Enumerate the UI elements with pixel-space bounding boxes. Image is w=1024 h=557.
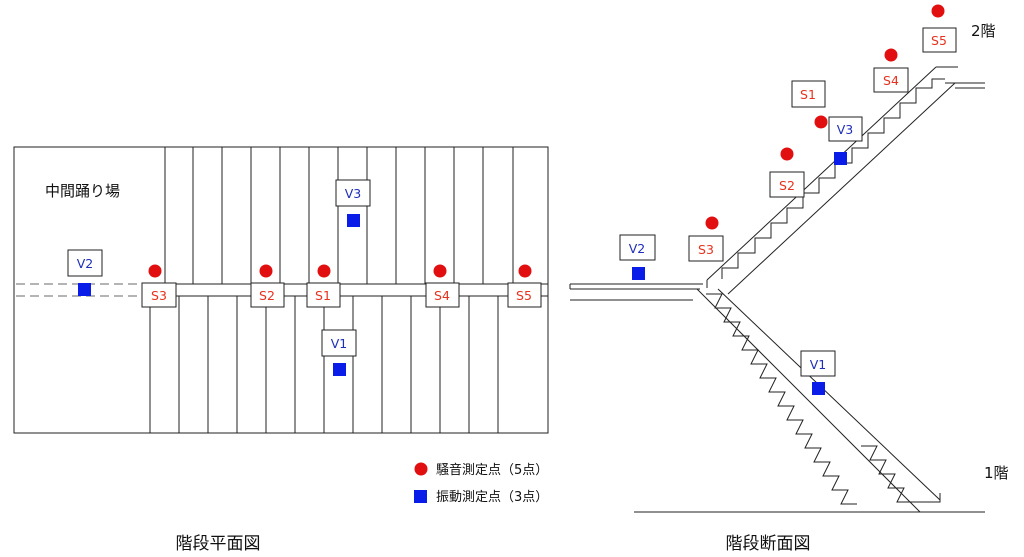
section-noise-point-s2 xyxy=(780,147,794,161)
section-vibration-point-v3 xyxy=(834,152,847,165)
section-floor1-label: 1階 xyxy=(984,464,1009,482)
plan-label-s3: S3 xyxy=(151,288,167,303)
section-title: 階段断面図 xyxy=(726,534,811,554)
plan-label-v3: V3 xyxy=(345,186,362,201)
plan-outline xyxy=(13,146,549,434)
section-label-s1: S1 xyxy=(800,87,816,102)
section-view: S5 S4 S1 V3 S2 S3 V2 V1 2階 1階 階段断面図 xyxy=(569,4,1009,554)
plan-vibration-point-v2 xyxy=(78,283,91,296)
plan-noise-point-s1 xyxy=(317,264,331,278)
plan-vibration-point-v3 xyxy=(347,214,360,227)
section-noise-point-s1 xyxy=(814,115,828,129)
plan-lower-treads xyxy=(149,296,499,433)
section-noise-point-s3 xyxy=(705,216,719,230)
plan-noise-point-s2 xyxy=(259,264,273,278)
plan-landing-label: 中間踊り場 xyxy=(45,182,120,200)
plan-noise-point-s5 xyxy=(518,264,532,278)
plan-noise-point-s4 xyxy=(433,264,447,278)
plan-label-v1: V1 xyxy=(331,336,348,351)
section-vibration-point-v1 xyxy=(812,382,825,395)
plan-label-v2: V2 xyxy=(77,256,94,271)
section-lower-steps xyxy=(706,293,857,505)
plan-title: 階段平面図 xyxy=(176,534,261,554)
section-label-s4: S4 xyxy=(883,73,899,88)
section-upper-steps xyxy=(721,78,945,279)
plan-label-s1: S1 xyxy=(315,288,331,303)
plan-label-s5: S5 xyxy=(516,288,532,303)
section-label-s5: S5 xyxy=(931,33,947,48)
plan-noise-point-s3 xyxy=(148,264,162,278)
section-label-v2: V2 xyxy=(629,241,646,256)
legend-vibration-label: 振動測定点（3点） xyxy=(436,490,548,505)
section-noise-point-s4 xyxy=(884,48,898,62)
section-label-s2: S2 xyxy=(779,178,795,193)
legend-vibration-icon xyxy=(414,490,427,503)
plan-view: 中間踊り場 S3 S2 S1 S4 S5 V3 V2 V1 階段平面図 xyxy=(13,146,549,554)
plan-upper-treads xyxy=(164,147,514,284)
section-vibration-point-v2 xyxy=(632,267,645,280)
plan-label-s2: S2 xyxy=(259,288,275,303)
plan-vibration-point-v1 xyxy=(333,363,346,376)
legend-noise-label: 騒音測定点（5点） xyxy=(436,462,548,478)
section-noise-point-s5 xyxy=(931,4,945,18)
section-label-v3: V3 xyxy=(837,122,854,137)
legend: 騒音測定点（5点） 振動測定点（3点） xyxy=(414,462,548,505)
section-floor2-label: 2階 xyxy=(971,22,996,40)
section-label-v1: V1 xyxy=(810,357,827,372)
section-label-s3: S3 xyxy=(698,242,714,257)
legend-noise-icon xyxy=(414,462,428,476)
plan-label-s4: S4 xyxy=(434,288,450,303)
